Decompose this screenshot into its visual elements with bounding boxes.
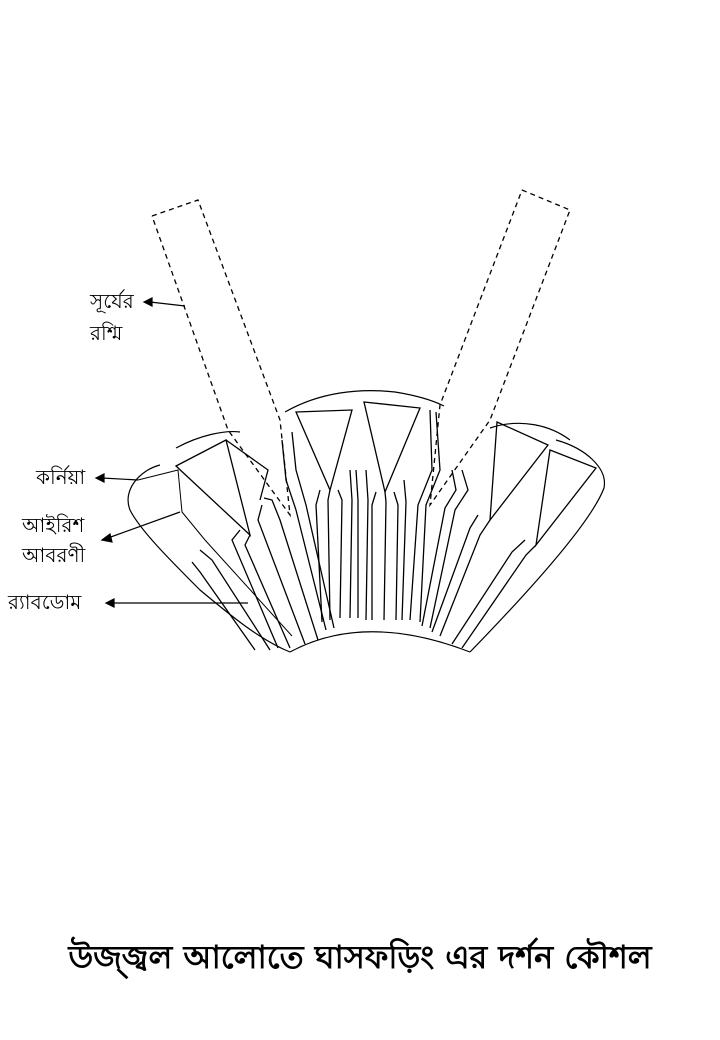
sun-ray-left	[152, 200, 290, 515]
label-iris-sheath-line2: আবরণী	[21, 543, 86, 567]
label-sun-rays-line2: রশ্মি	[89, 321, 123, 345]
label-rhabdom: র‍্যাবডোম	[7, 590, 82, 614]
ommatidia-center-left	[282, 410, 358, 630]
label-cornea: কর্নিয়া	[35, 465, 86, 489]
ommatidia-right	[422, 422, 596, 648]
diagram-caption: উজ্জ্বল আলোতে ঘাসফড়িং এর দর্শন কৌশল	[0, 932, 720, 986]
label-sun-rays-line1: সূর্যের	[89, 289, 135, 313]
iris-sheath	[138, 470, 292, 636]
label-iris-sheath-line1: আইরিশ	[21, 513, 85, 537]
